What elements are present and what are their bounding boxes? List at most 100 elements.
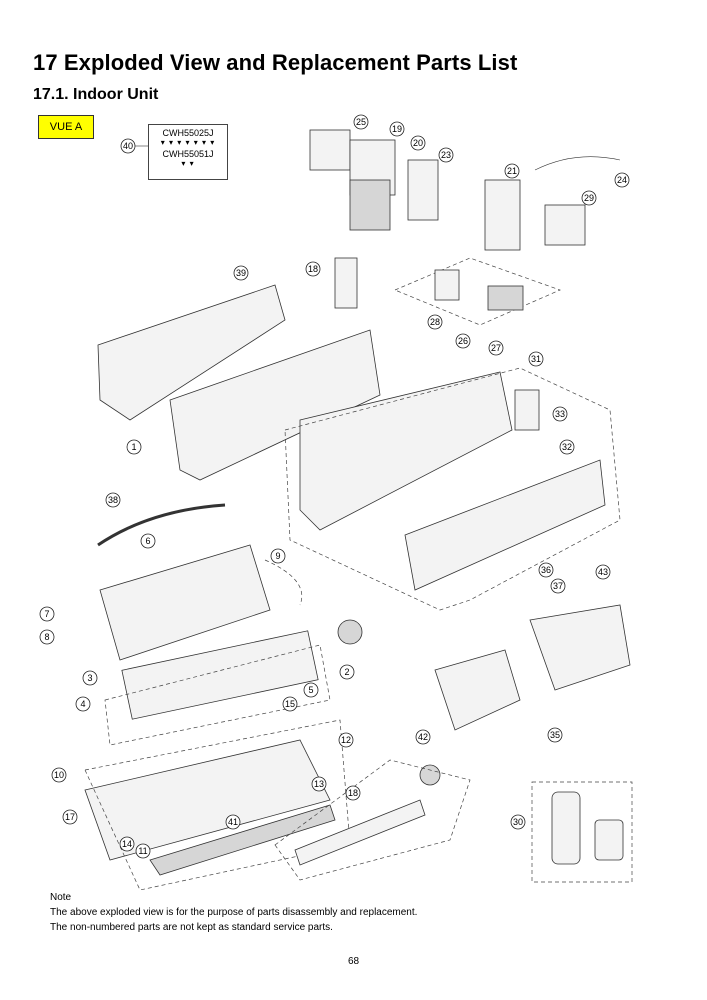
svg-text:35: 35 — [550, 730, 560, 740]
part-4-cross-flow-fan — [121, 630, 319, 720]
part-9-detail-outline — [264, 559, 303, 606]
svg-text:15: 15 — [285, 699, 295, 709]
callout-35: 35 — [547, 727, 563, 743]
svg-text:43: 43 — [598, 567, 608, 577]
callout-6: 6 — [140, 533, 156, 549]
callout-1: 1 — [126, 439, 142, 455]
svg-text:24: 24 — [617, 175, 627, 185]
svg-text:13: 13 — [314, 779, 324, 789]
part-11-louver — [149, 804, 336, 876]
screw-kit-box: CWH55025J ▾ ▾ ▾ ▾ ▾ ▾ ▾ CWH55051J ▾ ▾ — [148, 124, 228, 180]
callout-17: 17 — [62, 809, 78, 825]
part-42-base — [294, 799, 426, 866]
svg-text:29: 29 — [584, 193, 594, 203]
svg-text:18: 18 — [308, 264, 318, 274]
part-6-evaporator — [99, 544, 271, 661]
svg-text:1: 1 — [131, 442, 136, 452]
svg-text:27: 27 — [491, 343, 501, 353]
callout-20: 19 — [389, 121, 405, 137]
svg-text:39: 39 — [236, 268, 246, 278]
callout-4: 4 — [75, 696, 91, 712]
svg-text:12: 12 — [341, 735, 351, 745]
part-20-bracket — [349, 179, 391, 231]
callout-36: 36 — [538, 562, 554, 578]
part-33-front-panel — [404, 459, 606, 591]
part-31-remote — [551, 791, 581, 865]
svg-text:28: 28 — [430, 317, 440, 327]
svg-text:20: 20 — [413, 138, 423, 148]
part-1-chassis — [169, 329, 381, 481]
callout-15: 15 — [282, 696, 298, 712]
motor-group-outline — [274, 759, 471, 881]
part-28-terminal — [487, 285, 524, 311]
callout-39: 39 — [233, 265, 249, 281]
svg-text:3: 3 — [87, 673, 92, 683]
svg-text:25: 25 — [356, 117, 366, 127]
part-32-front-grille — [299, 371, 513, 531]
svg-text:17: 17 — [65, 812, 75, 822]
control-group-outline — [394, 257, 561, 326]
svg-text:7: 7 — [44, 609, 49, 619]
part-23-pcb — [484, 179, 521, 251]
part-2-fan-motor — [337, 619, 363, 645]
part-21-board — [407, 159, 439, 221]
callout-26: 25 — [353, 114, 369, 130]
callout-3: 3 — [82, 670, 98, 686]
section-title: 17.1. Indoor Unit — [33, 86, 159, 103]
exploded-view-diagram: 40 25 19 20 23 21 24 — [39, 114, 633, 890]
svg-text:2: 2 — [344, 667, 349, 677]
screw-icons-row-2: ▾ ▾ — [181, 159, 195, 168]
note-line-2: The non-numbered parts are not kept as s… — [50, 922, 333, 933]
note-heading: Note — [50, 892, 72, 903]
callout-38: 38 — [105, 492, 121, 508]
svg-text:30: 30 — [513, 817, 523, 827]
svg-text:11: 11 — [138, 846, 147, 856]
callout-25: 24 — [614, 172, 630, 188]
svg-text:19: 19 — [392, 124, 402, 134]
callout-28: 27 — [488, 340, 504, 356]
svg-text:14: 14 — [122, 839, 132, 849]
callout-41: 41 — [225, 814, 241, 830]
part-35-filter-left — [434, 649, 521, 731]
svg-text:40: 40 — [123, 141, 133, 151]
callout-7: 7 — [39, 606, 55, 622]
page-number: 68 — [347, 956, 360, 967]
part-19-clip — [334, 257, 358, 309]
callout-8: 8 — [39, 629, 55, 645]
vue-a-badge: VUE A — [38, 115, 94, 139]
callout-40: 40 — [120, 138, 136, 154]
callout-37: 37 — [550, 578, 566, 594]
part-10-drain-pan — [84, 739, 331, 861]
svg-text:9: 9 — [275, 551, 280, 561]
callout-19: 18 — [305, 261, 321, 277]
callout-5: 5 — [303, 682, 319, 698]
svg-text:37: 37 — [553, 581, 563, 591]
callout-9: 9 — [270, 548, 286, 564]
callout-11: 11 — [135, 843, 151, 859]
remote-group-outline — [531, 781, 633, 883]
svg-text:31: 31 — [531, 354, 541, 364]
callout-32: 31 — [528, 351, 544, 367]
svg-text:36: 36 — [541, 565, 551, 575]
part-30-terminal — [544, 204, 586, 246]
callout-13: 13 — [311, 776, 327, 792]
part-25-sensor-wire — [534, 156, 621, 171]
svg-text:6: 6 — [145, 536, 150, 546]
part-26-cover — [309, 129, 351, 171]
svg-text:38: 38 — [108, 495, 118, 505]
callout-18: 18 — [345, 785, 361, 801]
callout-23: 21 — [504, 163, 520, 179]
svg-text:5: 5 — [308, 685, 313, 695]
svg-text:41: 41 — [228, 817, 238, 827]
callout-14: 14 — [119, 836, 135, 852]
note-block: Note The above exploded view is for the … — [50, 890, 417, 935]
callout-30: 29 — [581, 190, 597, 206]
callout-2: 2 — [339, 664, 355, 680]
part-39-back-plate — [97, 284, 286, 421]
part-31-holder — [594, 819, 624, 861]
part-35-filter-right — [529, 604, 631, 691]
svg-text:23: 23 — [441, 150, 451, 160]
screw-icons-row: ▾ ▾ ▾ ▾ ▾ ▾ ▾ — [160, 138, 216, 147]
svg-text:26: 26 — [458, 336, 468, 346]
callout-43: 43 — [595, 564, 611, 580]
